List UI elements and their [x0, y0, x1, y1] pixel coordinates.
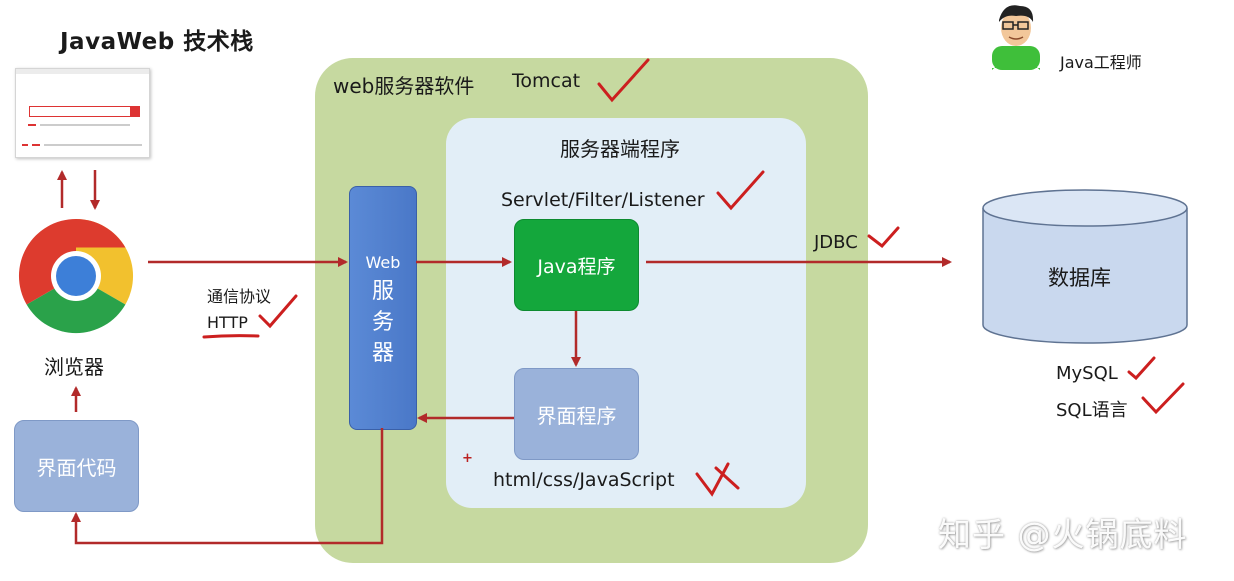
database-label: 数据库 [1048, 266, 1111, 290]
database-cylinder-icon [982, 189, 1188, 344]
web-server-bar: Web 服务器 [349, 186, 417, 430]
ui-program-box: 界面程序 [514, 368, 639, 460]
web-server-bar-cn: 服务器 [371, 279, 394, 366]
servlet-filter-listener-label: Servlet/Filter/Listener [501, 189, 705, 211]
tomcat-label: Tomcat [512, 70, 581, 92]
sql-language-label: SQL语言 [1056, 400, 1128, 421]
web-server-bar-en: Web [365, 253, 401, 272]
engineer-label: Java工程师 [1060, 53, 1142, 72]
checkmark-icon [1141, 382, 1185, 415]
jdbc-label: JDBC [814, 232, 858, 253]
browser-screenshot-thumbnail [15, 68, 150, 158]
browser-label: 浏览器 [44, 355, 104, 379]
watermark: 知乎 @火锅底料 [938, 515, 1188, 554]
mysql-label: MySQL [1056, 363, 1118, 384]
checkmark-icon [597, 58, 650, 103]
http-underline [202, 334, 260, 339]
checkmark-icon [258, 294, 298, 329]
checkmark-icon [867, 226, 900, 249]
server-program-title: 服务器端程序 [560, 137, 680, 161]
html-css-js-label: html/css/JavaScript [493, 469, 675, 491]
java-program-box: Java程序 [514, 219, 639, 311]
checkmark-icon [716, 170, 765, 211]
plus-mark: + [462, 451, 473, 466]
protocol-label: 通信协议 [207, 287, 272, 306]
diagram-title: JavaWeb 技术栈 [60, 29, 254, 55]
cross-icon [695, 462, 740, 497]
ui-code-box: 界面代码 [14, 420, 139, 512]
arrow-webserver-to-uicode [71, 428, 384, 545]
checkmark-icon [1127, 356, 1156, 381]
chrome-logo-icon [18, 218, 134, 334]
web-server-software-label: web服务器软件 [333, 74, 475, 98]
engineer-avatar-icon [992, 5, 1040, 70]
http-label: HTTP [207, 313, 248, 332]
